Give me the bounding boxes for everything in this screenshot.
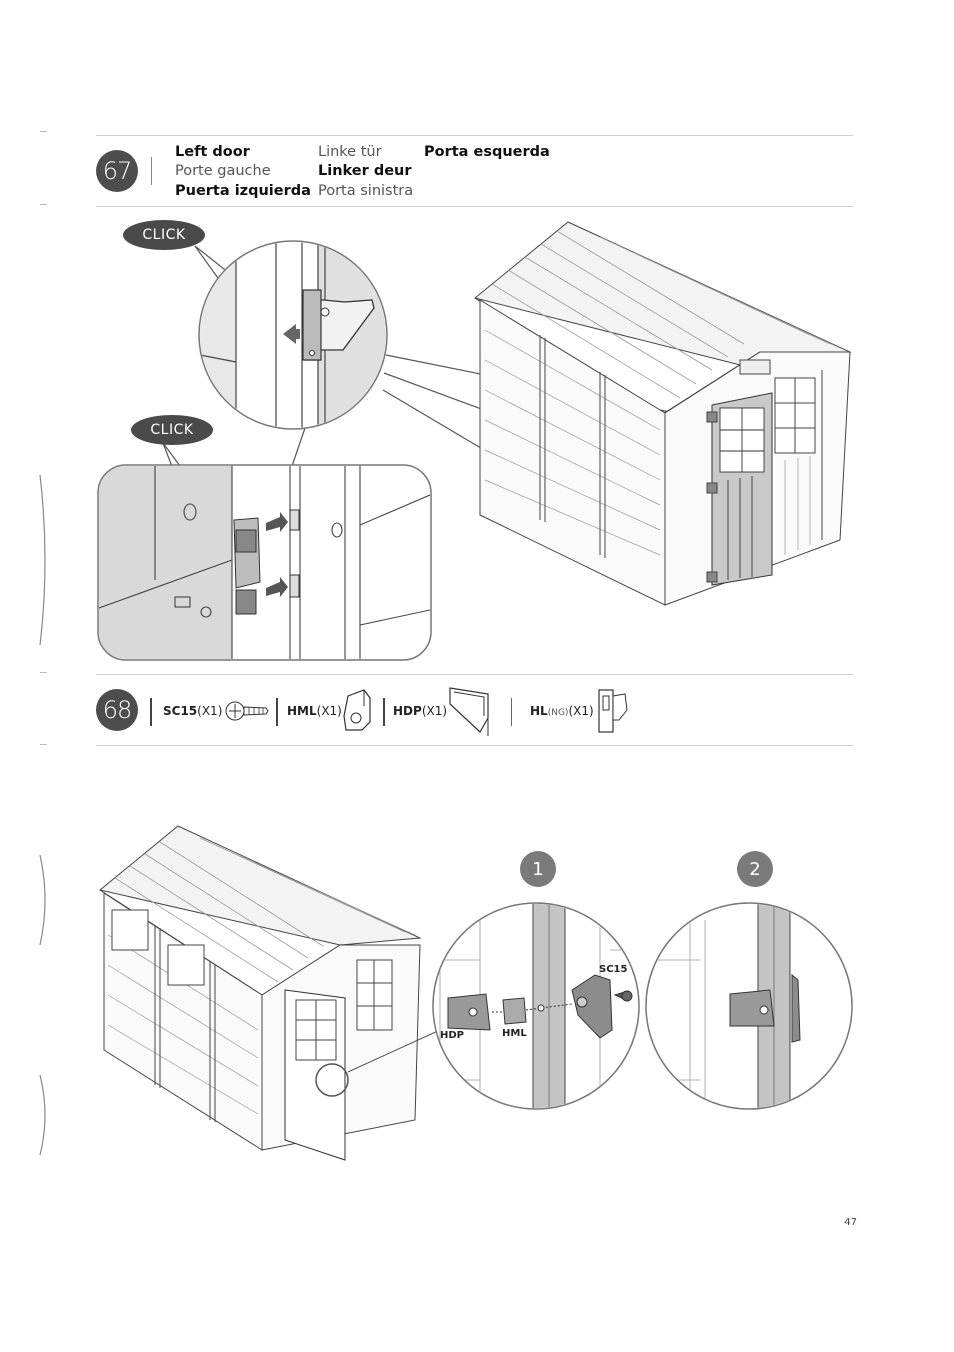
part-code: SC15 — [163, 704, 198, 718]
step67-illustration — [97, 221, 852, 661]
step-number-68: 68 — [96, 689, 138, 731]
part-qty: (X1) — [316, 704, 342, 718]
title-es: Puerta izquierda — [175, 183, 311, 199]
section-rule — [96, 674, 853, 675]
section-rule — [96, 135, 853, 136]
title-de: Linke tür — [318, 144, 382, 160]
margin-tick — [40, 672, 47, 673]
shed-illustration-68 — [98, 825, 441, 1161]
edge-fragments — [39, 474, 46, 1156]
part-code: HL — [530, 704, 548, 718]
shed-illustration-67 — [473, 221, 852, 606]
part-hdp: HDP(X1) — [393, 704, 447, 718]
section-rule — [96, 745, 853, 746]
title-pt: Porta esquerda — [424, 144, 550, 160]
part-code: HDP — [393, 704, 422, 718]
step-number-67: 67 — [96, 150, 138, 192]
title-nl: Linker deur — [318, 163, 412, 179]
part-hml: HML(X1) — [287, 704, 342, 718]
margin-tick — [40, 744, 47, 745]
detail-panel-bottom — [97, 464, 432, 661]
header-divider — [150, 698, 152, 726]
margin-tick — [40, 131, 47, 132]
hdp-plate-icon — [449, 687, 489, 736]
title-it: Porta sinistra — [318, 183, 414, 199]
part-sc15: SC15(X1) — [163, 704, 222, 718]
click-badge-top: CLICK — [123, 220, 205, 250]
part-sub: (NG) — [547, 708, 569, 718]
hml-bracket-icon — [343, 689, 371, 731]
parts-divider — [276, 698, 278, 726]
detail-circle-1: SC15 HDP HML — [432, 902, 640, 1110]
header-divider — [151, 157, 152, 185]
part-hl: HL(NG)(X1) — [530, 704, 594, 718]
detail-circle-2 — [645, 902, 853, 1110]
detail-circle-top — [198, 240, 388, 430]
parts-divider — [511, 698, 512, 726]
part-qty: (X1) — [568, 704, 594, 718]
part-qty: (X1) — [197, 704, 223, 718]
part-code: HML — [287, 704, 317, 718]
section-rule — [96, 206, 853, 207]
hl-latch-icon — [598, 689, 628, 733]
step68-illustration: SC15 HDP HML — [98, 825, 853, 1161]
substep-2-badge: 2 — [737, 851, 773, 887]
screw-icon — [225, 701, 269, 721]
substep-1-badge: 1 — [520, 851, 556, 887]
click-badge-middle: CLICK — [131, 415, 213, 445]
page-number: 47 — [844, 1217, 857, 1228]
title-fr: Porte gauche — [175, 163, 271, 179]
title-en: Left door — [175, 144, 250, 160]
callout-sc15: SC15 — [599, 964, 627, 975]
margin-tick — [40, 204, 47, 205]
part-qty: (X1) — [421, 704, 448, 718]
parts-divider — [383, 698, 385, 726]
callout-hdp: HDP — [440, 1030, 464, 1041]
callout-hml: HML — [502, 1028, 527, 1039]
